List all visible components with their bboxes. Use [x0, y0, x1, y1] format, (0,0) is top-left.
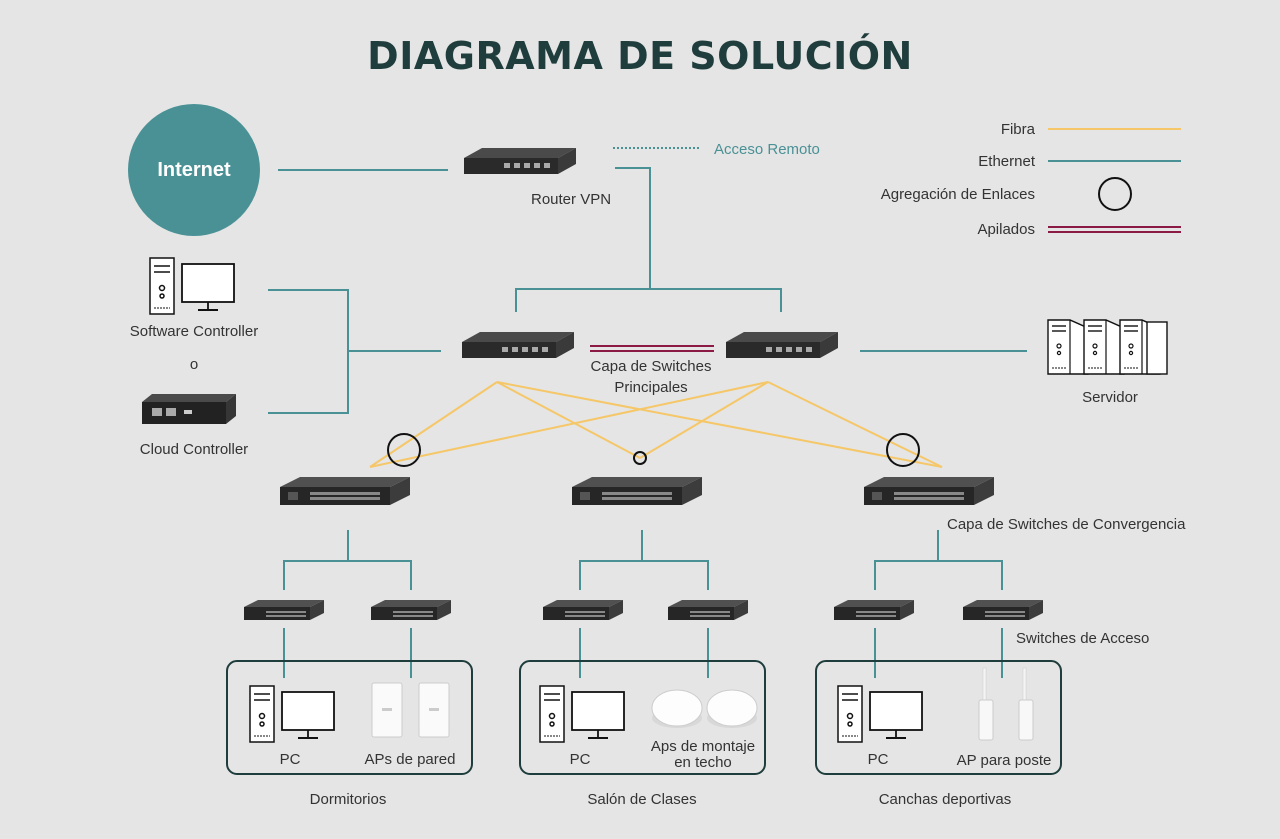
access-switch-6 — [963, 600, 1043, 620]
convergence-switch-1 — [280, 477, 410, 505]
page-title: DIAGRAMA DE SOLUCIÓN — [367, 34, 913, 78]
access-switch-3 — [543, 600, 623, 620]
cloud-controller-icon — [142, 394, 236, 424]
pc-icon-salon — [539, 685, 625, 743]
access-switch-2 — [371, 600, 451, 620]
group-name-dormitorios: Dormitorios — [309, 791, 387, 808]
pc-icon-dormitorios — [249, 685, 335, 743]
legend-stacked-label: Apilados — [977, 221, 1035, 238]
pole-ap-label: AP para poste — [956, 752, 1052, 769]
router-vpn-label: Router VPN — [531, 191, 612, 208]
pc-label-salon: PC — [569, 751, 591, 768]
server-icon — [1047, 319, 1168, 375]
group-name-canchas: Canchas deportivas — [878, 791, 1012, 808]
access-switch-1 — [244, 600, 324, 620]
or-label: o — [189, 356, 199, 373]
fiber-links — [369, 381, 943, 468]
group-name-salon: Salón de Clases — [587, 791, 697, 808]
access-layer-label: Switches de Acceso — [1016, 630, 1150, 647]
ethernet-links — [268, 167, 1027, 678]
core-switch-right — [726, 332, 838, 358]
access-switch-4 — [668, 600, 748, 620]
software-controller-icon — [149, 257, 235, 315]
internet-node: Internet — [128, 104, 260, 236]
core-layer-label-line1: Capa de Switches — [590, 358, 712, 375]
core-switch-left — [462, 332, 574, 358]
wall-ap-icon — [371, 682, 450, 738]
legend-fiber-label: Fibra — [1000, 121, 1035, 138]
software-controller-label: Software Controller — [129, 323, 259, 340]
access-switch-5 — [834, 600, 914, 620]
pole-ap-icon — [978, 667, 1034, 741]
ceiling-ap-icon — [651, 689, 758, 728]
wall-ap-label: APs de pared — [364, 751, 456, 768]
server-label: Servidor — [1082, 389, 1138, 406]
convergence-layer-label: Capa de Switches de Convergencia — [947, 516, 1186, 533]
cloud-controller-label: Cloud Controller — [139, 441, 249, 458]
legend-aggregation-label: Agregación de Enlaces — [880, 186, 1035, 203]
legend-ethernet-label: Ethernet — [978, 153, 1035, 170]
stacked-link — [590, 345, 714, 352]
ceiling-ap-label-line2: en techo — [674, 754, 732, 771]
convergence-switch-2 — [572, 477, 702, 505]
core-layer-label-line2: Principales — [614, 379, 688, 396]
pc-icon-canchas — [837, 685, 923, 743]
pc-label-dormitorios: PC — [279, 751, 301, 768]
pc-label-canchas: PC — [867, 751, 889, 768]
convergence-switch-3 — [864, 477, 994, 505]
aggregation-marks — [387, 433, 920, 467]
legend — [1048, 128, 1181, 233]
router-vpn-device — [464, 148, 576, 174]
remote-access-label: Acceso Remoto — [714, 141, 820, 158]
ceiling-ap-label-line1: Aps de montaje — [650, 738, 756, 755]
group-boxes — [226, 660, 1062, 775]
